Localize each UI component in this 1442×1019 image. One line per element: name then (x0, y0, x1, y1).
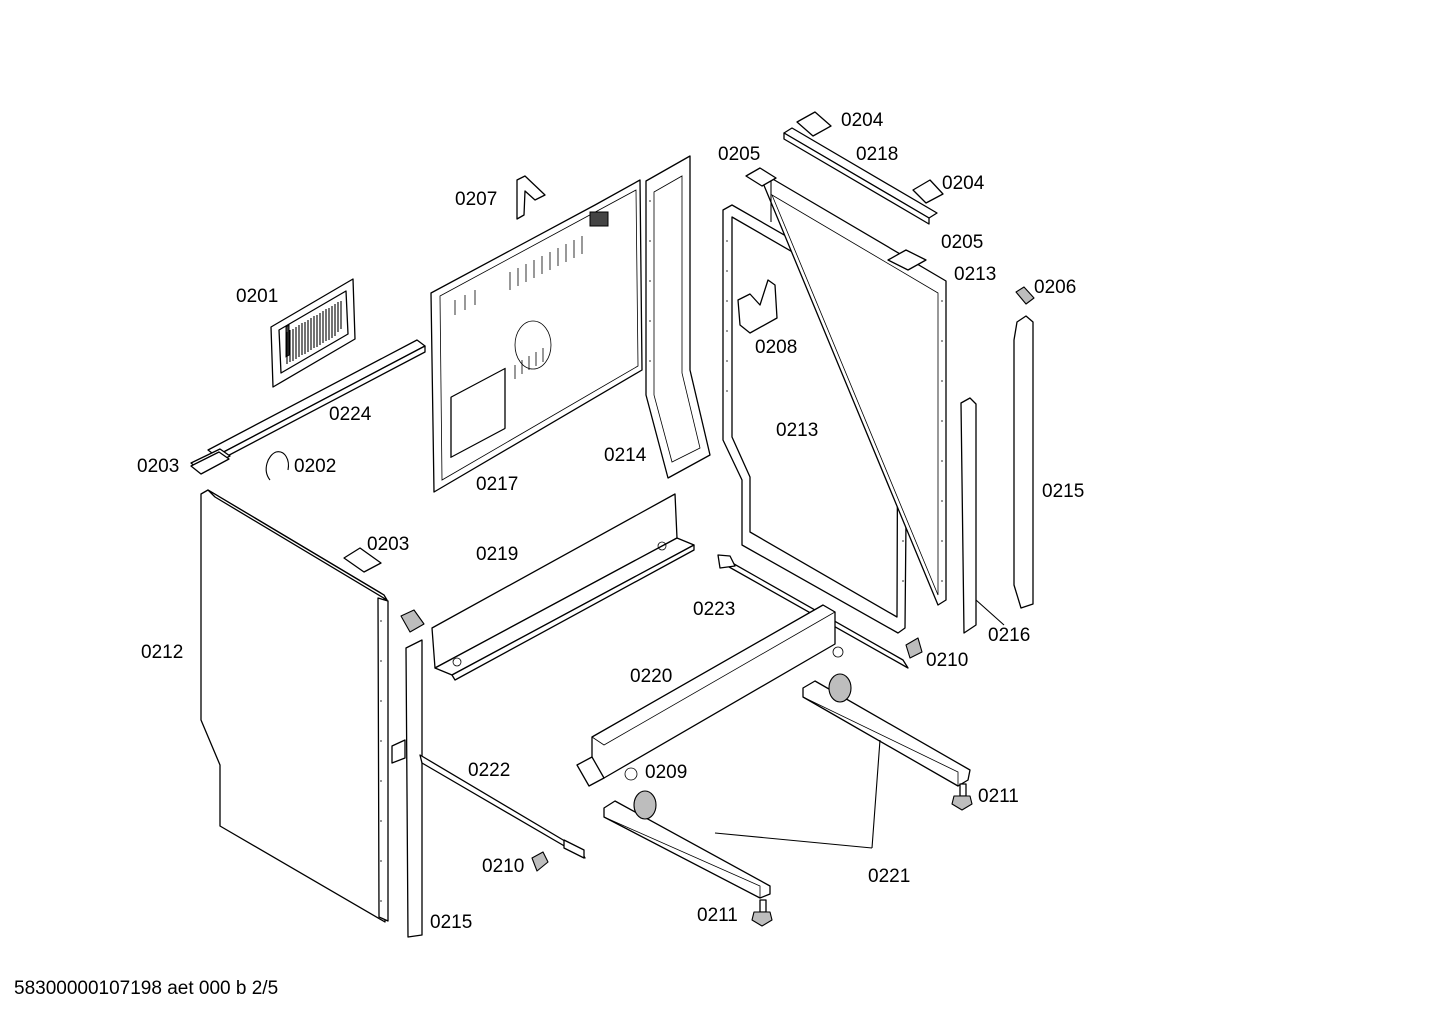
part-0202-hook (265, 451, 289, 481)
part-0215b-strip (1013, 315, 1034, 609)
part-0207-bracket (516, 175, 546, 220)
part-0222-rail (419, 754, 586, 859)
label-0213a: 0213 (954, 264, 996, 285)
label-0204a: 0204 (841, 110, 884, 131)
label-0205b: 0205 (941, 232, 983, 253)
document-code: 58300000107198 aet 000 b 2/5 (14, 978, 279, 999)
label-0203b: 0203 (367, 534, 409, 555)
part-0203b-clip (343, 547, 382, 573)
label-0205a: 0205 (718, 144, 760, 165)
label-0209: 0209 (645, 762, 687, 783)
part-0211a-foot (951, 783, 973, 811)
label-0212: 0212 (141, 642, 183, 663)
part-0219-crossbar (431, 493, 695, 681)
label-0201: 0201 (236, 286, 278, 307)
part-0214-side-panel (645, 155, 711, 479)
label-0215a: 0215 (1042, 481, 1084, 502)
label-0217: 0217 (476, 474, 518, 495)
part-0217-back-panel (430, 179, 643, 493)
part-0204b-clip (912, 179, 944, 204)
part-0209-plug (624, 767, 638, 781)
label-0214: 0214 (604, 445, 647, 466)
label-0207: 0207 (455, 189, 497, 210)
label-0203a: 0203 (137, 456, 179, 477)
part-0208-bracket (737, 279, 778, 334)
part-0203a-clip (190, 451, 230, 475)
label-0215b: 0215 (430, 912, 472, 933)
label-0210a: 0210 (926, 650, 968, 671)
part-0204a-clip (796, 111, 832, 137)
part-0201-grille (270, 278, 356, 388)
label-0218: 0218 (856, 144, 898, 165)
part-0210a-clip (905, 637, 923, 659)
label-0211a: 0211 (978, 786, 1019, 807)
label-0213b: 0213 (776, 420, 818, 441)
part-0212-left-panel (200, 489, 389, 923)
part-0205b-clip (887, 249, 927, 271)
label-0208: 0208 (755, 337, 797, 358)
label-0202: 0202 (294, 456, 336, 477)
part-0213-rear-frame (762, 177, 947, 606)
label-0222: 0222 (468, 760, 510, 781)
label-0221: 0221 (868, 866, 910, 887)
part-0221-foot-rail-front (603, 790, 771, 899)
leader-0221 (714, 739, 881, 849)
label-0224: 0224 (329, 404, 372, 425)
label-0210b: 0210 (482, 856, 524, 877)
leader-0216 (975, 599, 1005, 626)
label-0204b: 0204 (942, 173, 985, 194)
label-0223: 0223 (693, 599, 735, 620)
part-0206-cap (1015, 286, 1035, 305)
part-0210b-clip (531, 851, 549, 872)
label-0219: 0219 (476, 544, 518, 565)
label-0211b: 0211 (697, 905, 738, 926)
part-0216-strip (960, 397, 977, 634)
part-0205a-clip (745, 167, 777, 187)
label-0206: 0206 (1034, 277, 1076, 298)
label-0220: 0220 (630, 666, 672, 687)
part-0220-base (576, 604, 844, 787)
part-0218-rail (783, 127, 938, 225)
part-0215a-strip (391, 609, 425, 938)
part-0221-foot-rail-rear (802, 673, 971, 787)
part-0211b-foot (751, 899, 773, 927)
label-0216: 0216 (988, 625, 1030, 646)
